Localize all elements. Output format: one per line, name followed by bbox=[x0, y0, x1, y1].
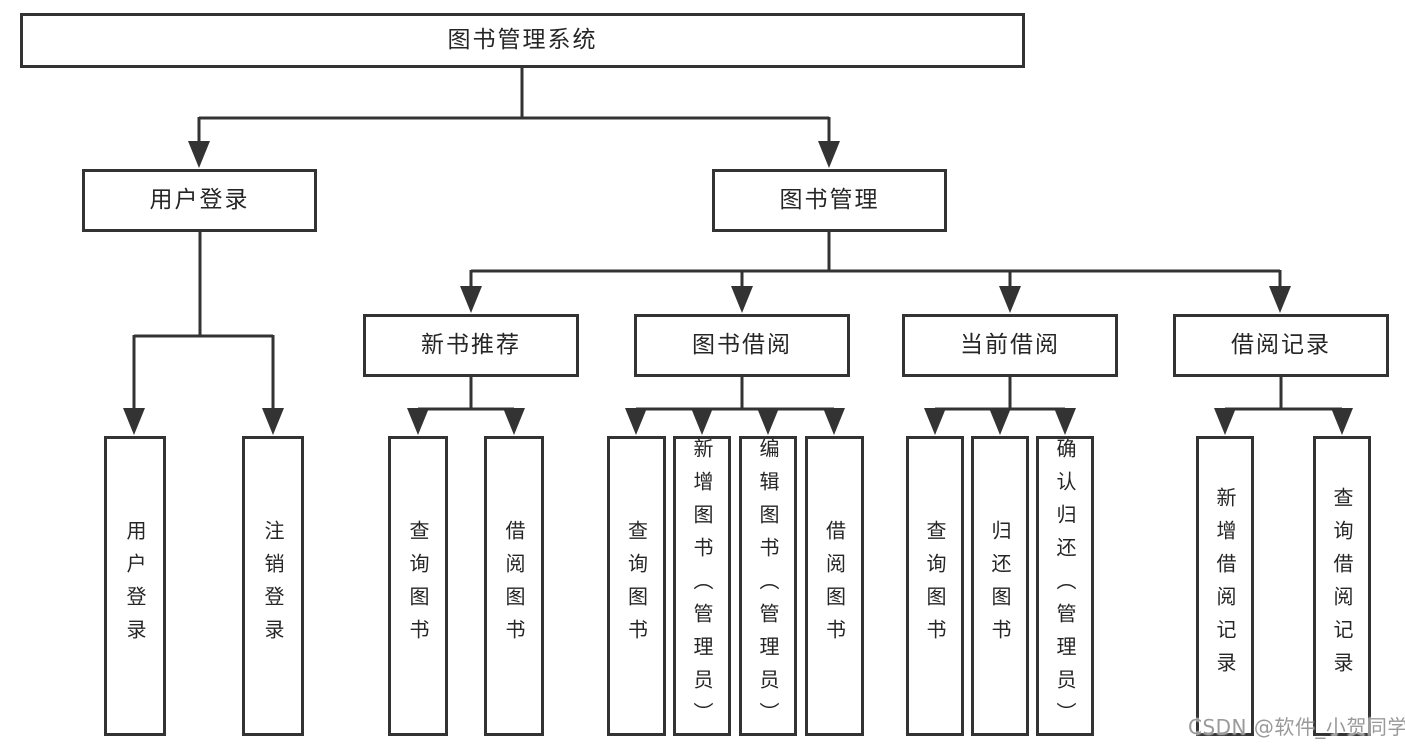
node-label: 当前借阅 bbox=[960, 331, 1060, 358]
leaf-records-query-record: 查询借阅记录 bbox=[1313, 436, 1371, 736]
leaf-borrow-query-books: 查询图书 bbox=[607, 436, 666, 736]
leaf-label: 查询图书 bbox=[624, 520, 649, 652]
leaf-records-add-record: 新增借阅记录 bbox=[1196, 436, 1254, 736]
node-label: 新书推荐 bbox=[421, 331, 521, 358]
leaf-label: 用户登录 bbox=[123, 520, 147, 652]
leaf-label: 借阅图书 bbox=[502, 520, 526, 652]
csdn-watermark: CSDN @软件_小贺同学 bbox=[1188, 715, 1405, 739]
node-label: 图书借阅 bbox=[692, 331, 792, 358]
leaf-borrow-add-books-admin: 新增图书（管理员） bbox=[673, 436, 731, 736]
leaf-borrow-borrow-books: 借阅图书 bbox=[805, 436, 864, 736]
leaf-newbook-borrow-books: 借阅图书 bbox=[484, 436, 544, 736]
leaf-newbook-query-books: 查询图书 bbox=[388, 436, 448, 736]
leaf-label: 确认归还（管理员） bbox=[1053, 437, 1077, 735]
node-label: 图书管理 bbox=[779, 186, 880, 213]
leaf-label: 新增图书（管理员） bbox=[690, 437, 714, 735]
leaf-label: 借阅图书 bbox=[822, 520, 847, 652]
leaf-label: 归还图书 bbox=[988, 520, 1012, 652]
node-user-login: 用户登录 bbox=[82, 169, 317, 232]
node-new-book-recommend: 新书推荐 bbox=[363, 314, 579, 377]
leaf-label: 查询图书 bbox=[923, 520, 947, 652]
leaf-current-query-books: 查询图书 bbox=[906, 436, 964, 736]
node-book-management: 图书管理 bbox=[712, 169, 947, 232]
leaf-borrow-edit-books-admin: 编辑图书（管理员） bbox=[739, 436, 797, 736]
leaf-current-return-books: 归还图书 bbox=[971, 436, 1029, 736]
node-label: 用户登录 bbox=[149, 186, 250, 213]
leaf-label: 编辑图书（管理员） bbox=[756, 437, 780, 735]
node-label: 借阅记录 bbox=[1231, 331, 1331, 358]
leaf-label: 查询图书 bbox=[406, 520, 430, 652]
node-book-borrowing: 图书借阅 bbox=[634, 314, 850, 377]
node-borrowing-records: 借阅记录 bbox=[1173, 314, 1389, 377]
leaf-current-confirm-return-admin: 确认归还（管理员） bbox=[1036, 436, 1094, 736]
node-label: 图书管理系统 bbox=[447, 26, 598, 53]
leaf-label: 注销登录 bbox=[261, 520, 285, 652]
node-library-system: 图书管理系统 bbox=[20, 13, 1025, 68]
leaf-user-login: 用户登录 bbox=[104, 436, 166, 736]
node-current-borrowing: 当前借阅 bbox=[902, 314, 1118, 377]
leaf-logout: 注销登录 bbox=[242, 436, 304, 736]
leaf-label: 新增借阅记录 bbox=[1213, 487, 1237, 685]
leaf-label: 查询借阅记录 bbox=[1330, 487, 1354, 685]
